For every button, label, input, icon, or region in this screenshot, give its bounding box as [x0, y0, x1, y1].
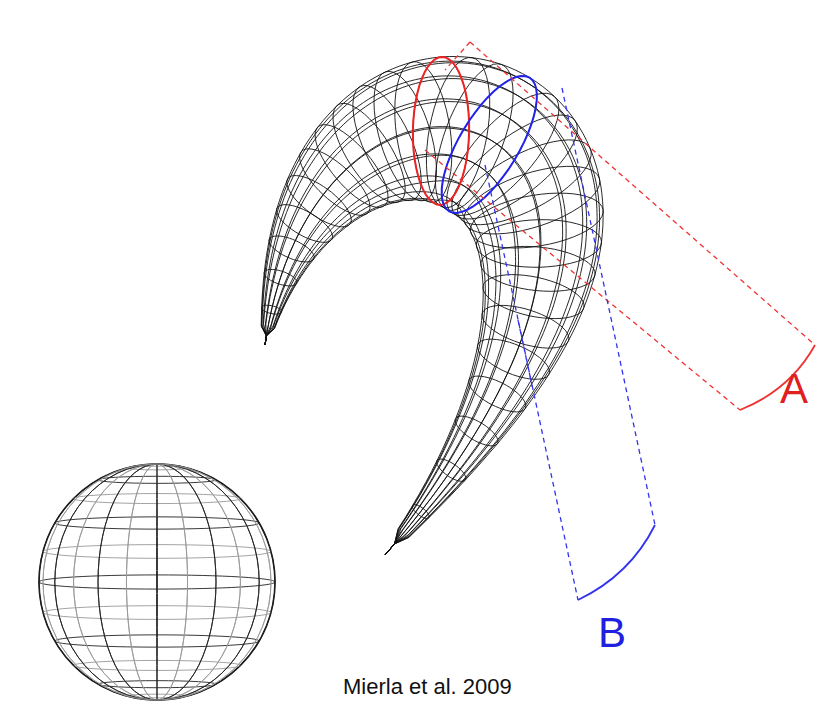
latitude-line — [55, 517, 259, 529]
latitude-line — [55, 635, 259, 647]
rope-line — [262, 63, 600, 555]
rope-section — [471, 193, 604, 248]
rope-line — [265, 181, 501, 555]
latitude-line — [39, 575, 275, 589]
longitude-line — [39, 464, 275, 700]
longitude-line — [74, 464, 241, 700]
rope-line — [265, 154, 516, 555]
rope-line — [265, 192, 485, 555]
longitude-line — [55, 464, 259, 700]
projection-lines — [425, 42, 815, 600]
citation-text: Mierla et al. 2009 — [343, 676, 512, 698]
rope-line — [265, 155, 519, 555]
rope-line — [262, 61, 598, 555]
rope-line — [265, 127, 540, 555]
rope-line — [265, 102, 566, 555]
rope-line — [261, 57, 603, 556]
sun-sphere — [39, 464, 275, 700]
rope-section — [464, 166, 600, 234]
rope-section — [447, 93, 559, 215]
view-label: A — [780, 368, 808, 410]
longitude-line — [126, 464, 187, 700]
latitude-line — [74, 660, 241, 670]
longitude-line — [43, 464, 271, 700]
latitude-line — [74, 494, 241, 504]
view-label: B — [598, 612, 626, 654]
sphere-outline — [39, 464, 275, 700]
rope-line — [265, 198, 489, 555]
highlighted-section — [413, 57, 469, 205]
longitude-line — [55, 464, 259, 700]
rope-line — [265, 200, 483, 555]
longitude-line — [157, 464, 158, 700]
longitude-line — [126, 464, 187, 700]
highlighted-section — [442, 76, 537, 213]
croissant-flux-rope — [261, 57, 603, 556]
longitude-line — [43, 464, 271, 700]
longitude-line — [98, 464, 216, 700]
rope-line — [265, 128, 541, 555]
rope-line — [263, 76, 583, 555]
longitude-line — [98, 464, 216, 700]
rope-line — [265, 99, 563, 555]
longitude-line — [74, 464, 241, 700]
